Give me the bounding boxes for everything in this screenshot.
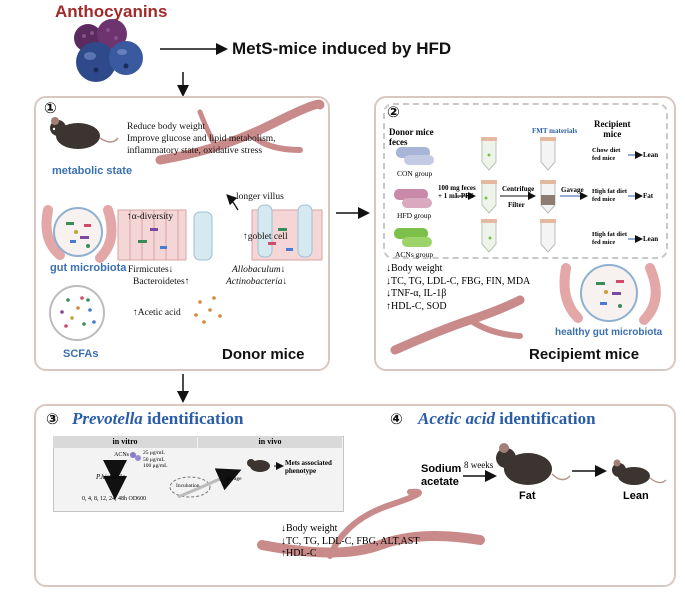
acetic-acid-label: ↑Acetic acid — [133, 308, 181, 318]
anthocyanins-label: Anthocyanins — [55, 2, 168, 21]
goblet-cell-label: ↑goblet cell — [243, 232, 288, 242]
recipient-mice-label: Recipient mice — [594, 119, 631, 139]
scfas-label: SCFAs — [63, 348, 99, 360]
hfd-group-label: HFD group — [397, 211, 432, 220]
acetic-acid-title: Acetic acid identification — [418, 409, 596, 428]
down-arrow-icon: ↓ — [282, 277, 288, 287]
outcome-row: ↓TC, TG, LDL-C, FBG, FIN, MDA — [386, 275, 531, 287]
up-arrow-icon: ↑ — [243, 232, 248, 242]
gavage-label: Gavage — [561, 186, 584, 194]
bacteroidetes-label: Bacteroidetes↑ — [133, 277, 190, 287]
alpha-diversity-label: ↑α-diversity — [127, 212, 174, 222]
gut-microbiota-label: gut microbiota — [50, 262, 127, 274]
outcome-row: ↓Body weight — [281, 523, 338, 534]
lean-label: Lean — [623, 490, 649, 502]
longer-villus-label: longer villus — [236, 192, 284, 202]
mets-phenotype-label: Mets associated phenotype — [285, 459, 332, 475]
metabolic-state-label: metabolic state — [52, 165, 133, 177]
panel1-effects-text: Reduce body weight Improve glucose and l… — [127, 122, 276, 156]
in-vitro-header: in vitro — [53, 436, 197, 448]
mets-label: MetS-mice induced by HFD — [232, 39, 452, 58]
chow-diet-label: Chow diet fed mice — [592, 147, 621, 162]
panel3-outcomes: ↓Body weight ↓TC, TG, LDL-C, FBG, ALT,AS… — [281, 523, 419, 561]
fat-label: Fat — [519, 490, 536, 502]
panel4-number: ④ — [390, 410, 403, 428]
high-fat-diet-label-1: High fat diet fed mice — [592, 188, 628, 203]
fmt-materials-label: FMT materials — [532, 127, 578, 135]
eight-weeks-label: 8 weeks — [464, 460, 494, 470]
acns-small-label: ACNs — [114, 452, 130, 458]
con-group-label: CON group — [397, 169, 433, 178]
fat-result-label: Fat — [643, 192, 654, 200]
panel3-number: ③ — [46, 410, 59, 428]
lean-result-label-2: Lean — [643, 235, 659, 243]
feces-pbs-label: 100 mg feces + 1 mL PBS — [438, 184, 476, 200]
up-arrow-icon: ↑ — [133, 308, 138, 318]
incubation-label: Incubation — [176, 483, 200, 489]
panel2-outcomes: ↓Body weight ↓TC, TG, LDL-C, FBG, FIN, M… — [386, 263, 530, 313]
healthy-gut-label: healthy gut microbiota — [555, 327, 663, 338]
firmicutes-label: Firmicutes↓ — [128, 265, 174, 275]
sodium-acetate-label: Sodium acetate — [421, 463, 462, 488]
centrifuge-label: Centrifuge — [502, 185, 535, 193]
filter-label: Filter — [508, 201, 525, 209]
outcome-row: ↑HDL-C, SOD — [386, 300, 447, 312]
up-arrow-icon: ↑ — [127, 212, 132, 222]
allobaculum-label: Allobaculum↓ — [232, 265, 286, 275]
outcome-row: ↑HDL-C — [281, 548, 317, 559]
prevotella-title: Prevotella identification — [72, 409, 244, 428]
down-arrow-icon: ↓ — [280, 265, 286, 275]
p-histicola-label: P.histicola — [96, 473, 126, 481]
donor-mice-title: Donor mice — [222, 346, 305, 363]
outcome-row: ↓TNF-α, IL-1β — [386, 288, 447, 299]
actinobacteria-label: Actinobacteria↓ — [226, 277, 288, 287]
outcome-row: ↓Body weight — [386, 263, 443, 274]
down-arrow-icon: ↓ — [168, 265, 174, 275]
timepoints-label: 0, 4, 8, 12, 24, 48h OD600 — [82, 496, 147, 502]
in-vivo-header: in vivo — [198, 436, 342, 448]
fmt-procedure-box — [383, 103, 668, 259]
panel1-number: ① — [44, 99, 57, 117]
donor-feces-label: Donor mice feces — [389, 127, 434, 147]
acns-group-label: ACNs group — [395, 250, 434, 259]
up-arrow-icon: ↑ — [184, 277, 190, 287]
high-fat-diet-label-2: High fat diet fed mice — [592, 231, 628, 246]
gavage-small-label: gavage — [226, 476, 242, 482]
recipient-mice-title: Recipiemt mice — [529, 346, 640, 363]
lean-result-label: Lean — [643, 151, 659, 159]
dose-labels: 25 μg/mL 50 μg/mL 100 μg/mL — [143, 450, 168, 469]
outcome-row: ↓TC, TG, LDL-C, FBG, ALT,AST — [281, 535, 420, 547]
panel2-number: ② — [387, 103, 400, 121]
